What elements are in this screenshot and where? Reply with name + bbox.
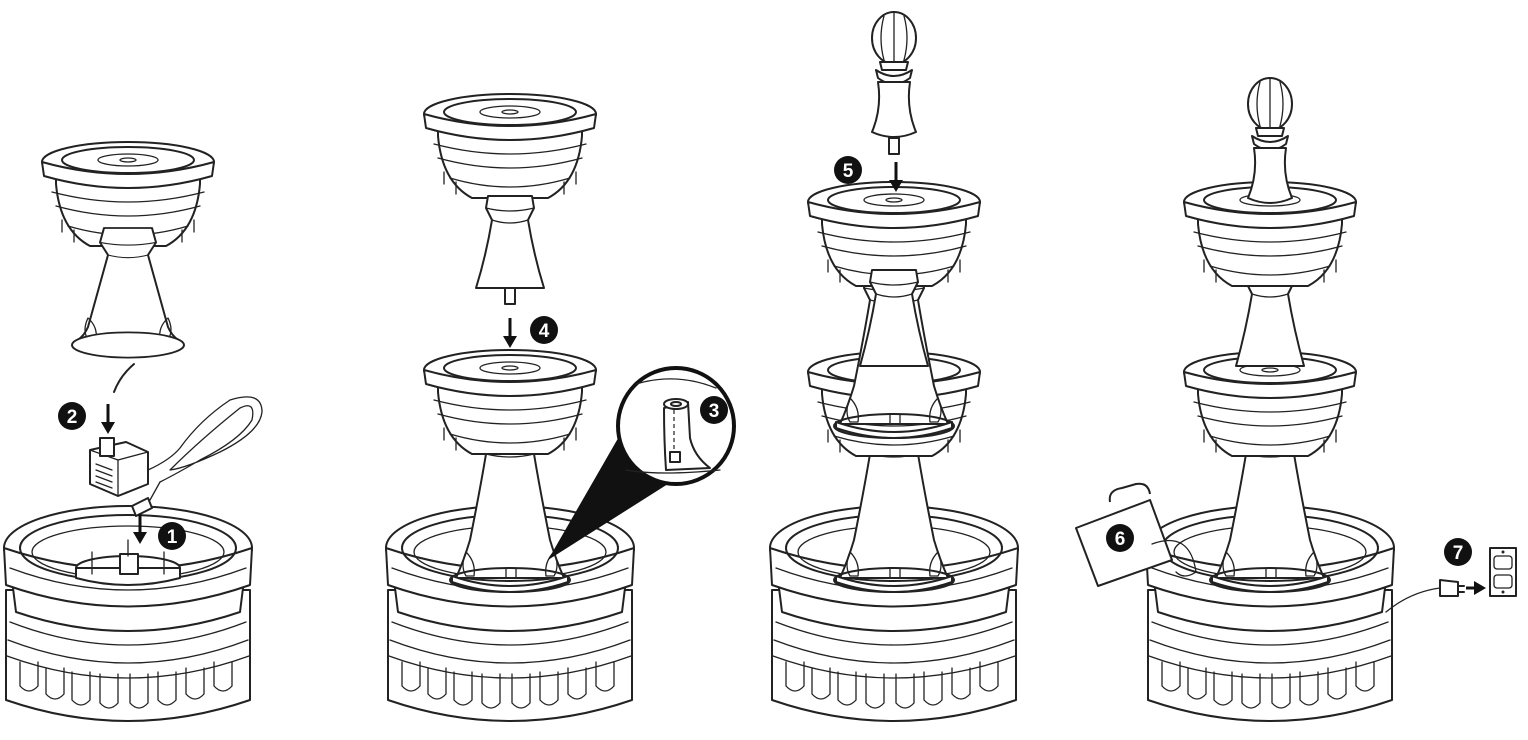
panel-step-3-4: 3 4	[386, 94, 734, 721]
step-badge-5: 5	[834, 156, 862, 184]
svg-text:5: 5	[843, 161, 854, 182]
svg-text:4: 4	[539, 321, 550, 342]
pump	[90, 397, 262, 516]
step-badge-7: 7	[1444, 538, 1472, 566]
panel-step-6-7: 6 7	[1076, 78, 1516, 721]
panel-step-5: 5	[770, 12, 1018, 721]
svg-text:3: 3	[709, 401, 720, 422]
svg-text:6: 6	[1115, 529, 1126, 550]
svg-text:1: 1	[167, 527, 178, 548]
panel-step-1-2: 2 1	[4, 142, 262, 721]
step-badge-4: 4	[530, 316, 558, 344]
step-badge-1: 1	[158, 522, 186, 550]
step-badge-3: 3	[700, 396, 728, 424]
svg-text:2: 2	[67, 407, 78, 428]
svg-text:7: 7	[1453, 543, 1464, 564]
step-badge-2: 2	[58, 402, 86, 430]
wall-outlet	[1490, 548, 1516, 596]
step-badge-6: 6	[1106, 524, 1134, 552]
